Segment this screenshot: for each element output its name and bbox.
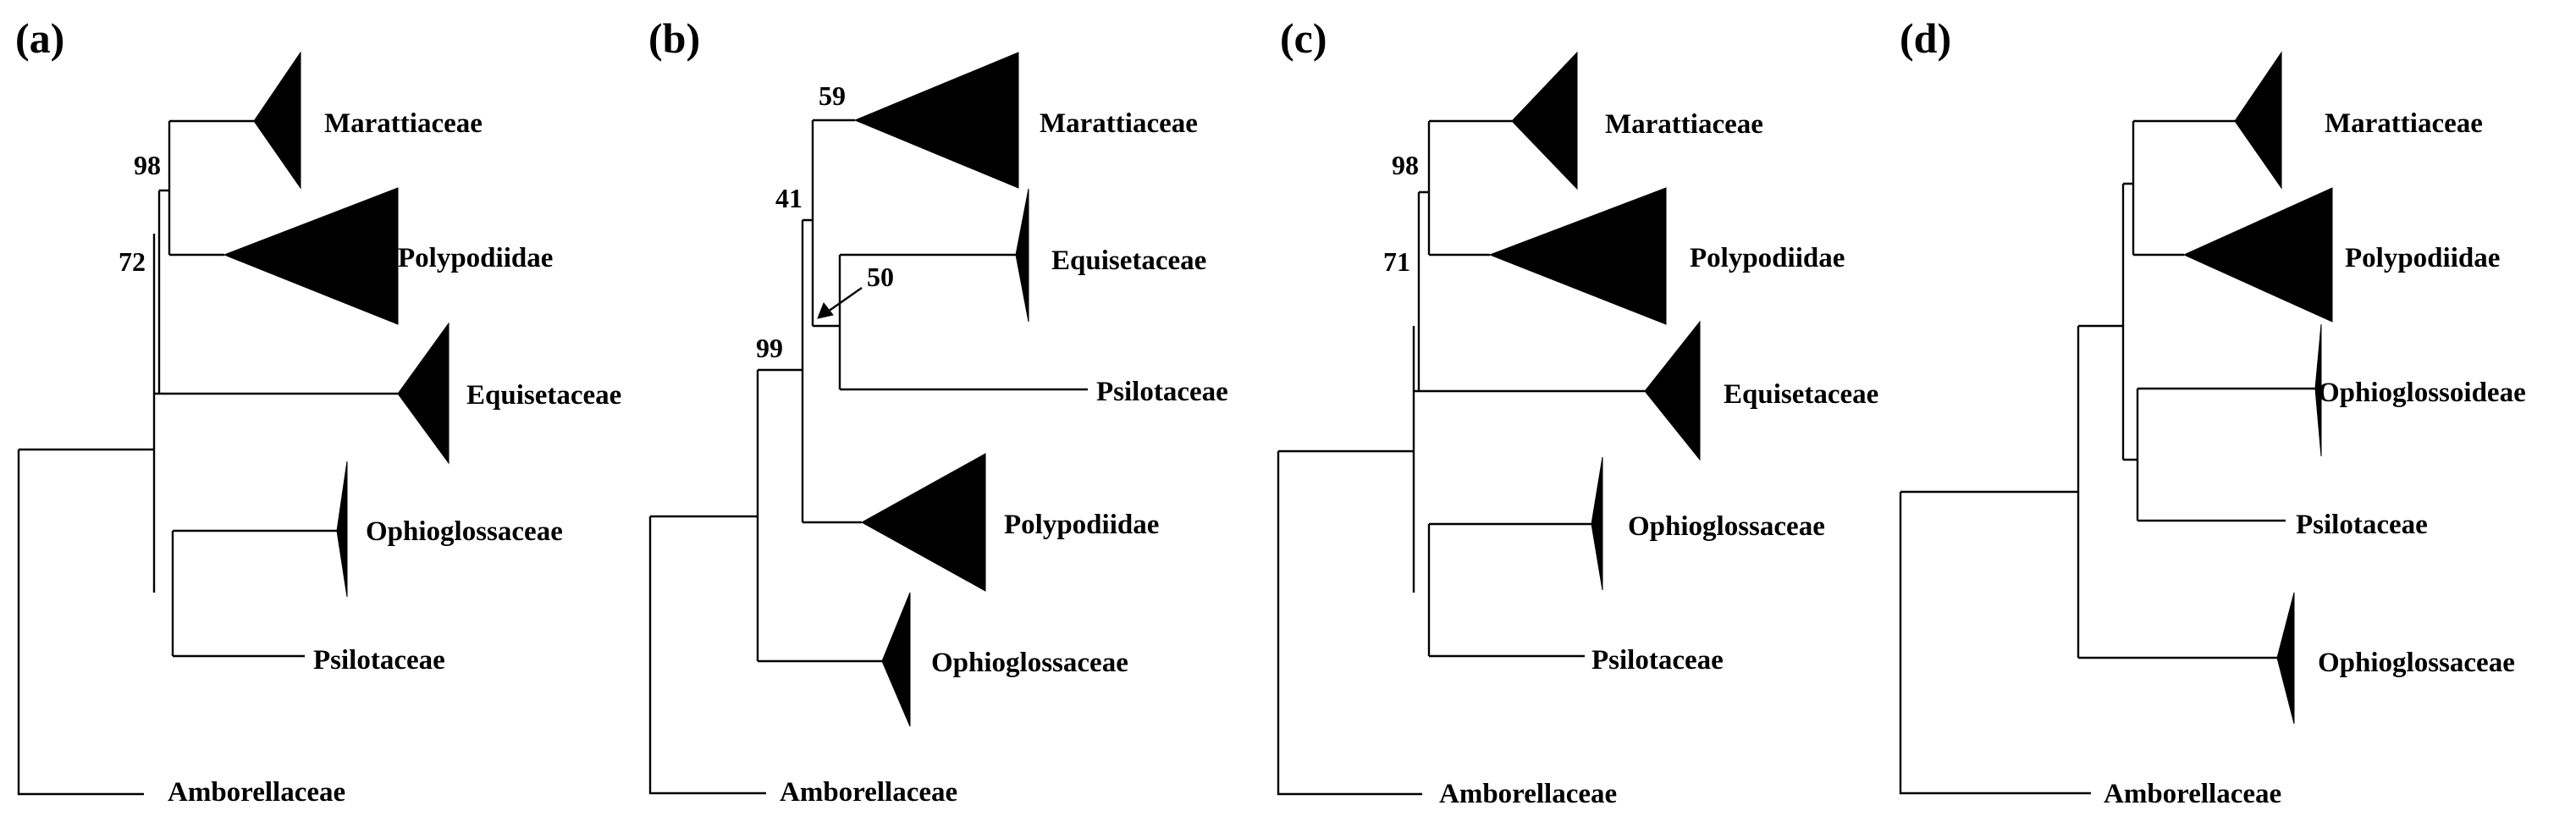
taxon-label-psilotaceae: Psilotaceae (313, 645, 445, 676)
branch (1899, 119, 2315, 795)
taxon-label-ophioglossaceae: Ophioglossaceae (2318, 648, 2515, 678)
taxon-label-polypodiidae: Polypodiidae (2345, 243, 2500, 273)
clade-triangle-marattiaceae (2234, 51, 2282, 190)
taxon-label-polypodiidae: Polypodiidae (1690, 243, 1845, 273)
support-value: 71 (1383, 246, 1410, 277)
clade-triangle-marattiaceae (853, 52, 1019, 189)
taxon-label-equisetaceae: Equisetaceae (1724, 379, 1878, 410)
panel-d: (d) Marattiaceae Polypodiidae Ophiogloss… (1899, 14, 2526, 809)
taxon-label-marattiaceae: Marattiaceae (1605, 109, 1763, 140)
taxon-label-ophioglossaceae: Ophioglossaceae (366, 516, 563, 547)
clade-triangle-equisetaceae (397, 322, 450, 465)
taxon-label-ophioglossaceae: Ophioglossaceae (1628, 511, 1825, 542)
branch (648, 119, 1088, 795)
taxon-label-marattiaceae: Marattiaceae (1040, 108, 1198, 139)
annotation-arrowhead (817, 302, 834, 319)
taxon-label-psilotaceae: Psilotaceae (1591, 645, 1724, 676)
panel-label-d: (d) (1900, 14, 1951, 62)
support-value: 72 (119, 246, 146, 277)
support-value: 98 (134, 150, 161, 180)
taxon-label-marattiaceae: Marattiaceae (324, 108, 483, 139)
taxon-label-marattiaceae: Marattiaceae (2325, 108, 2483, 139)
taxon-label-equisetaceae: Equisetaceae (466, 380, 621, 411)
support-value: 99 (756, 333, 783, 363)
support-value: 98 (1392, 150, 1419, 180)
taxon-label-ophioglossaceae: Ophioglossaceae (931, 648, 1128, 678)
panel-b: (b) Marattiaceae Equisetaceae Psilotacea… (648, 14, 1228, 808)
taxon-label-equisetaceae: Equisetaceae (1051, 245, 1206, 276)
panel-label-a: (a) (15, 14, 64, 62)
panel-c: (c) Marattiaceae Polypodiidae Equisetace… (1277, 14, 1878, 809)
clade-triangle-marattiaceae (1511, 51, 1578, 190)
taxon-label-psilotaceae: Psilotaceae (1096, 377, 1228, 407)
support-value: 41 (775, 183, 803, 213)
clade-triangle-polypodiidae (223, 187, 399, 325)
annotation-arrow-line (827, 287, 863, 312)
taxon-label-amborellaceae: Amborellaceae (2104, 779, 2281, 809)
panel-a: (a) Marattiaceae Polypodiidae Equisetace… (15, 14, 621, 808)
clade-triangle-ophioglossoideae (2314, 323, 2322, 457)
support-value: 59 (819, 80, 846, 111)
branch (17, 119, 398, 796)
clade-triangle-ophioglossaceae (881, 592, 911, 727)
clade-triangle-polypodiidae (1488, 187, 1667, 325)
taxon-label-psilotaceae: Psilotaceae (2296, 510, 2428, 540)
clade-triangle-ophioglossaceae (2276, 592, 2295, 725)
panel-label-b: (b) (648, 14, 700, 62)
branch (1277, 119, 1645, 796)
clade-triangle-polypodiidae (860, 453, 986, 592)
clade-triangle-equisetaceae (1015, 188, 1029, 323)
clade-triangle-equisetaceae (1644, 320, 1701, 461)
support-value: 50 (867, 262, 894, 292)
taxon-label-amborellaceae: Amborellaceae (1439, 779, 1617, 809)
panel-label-c: (c) (1280, 14, 1327, 62)
taxon-label-amborellaceae: Amborellaceae (168, 777, 345, 808)
clade-triangle-marattiaceae (253, 51, 301, 190)
taxon-label-ophioglossoideae: Ophioglossoideae (2318, 378, 2526, 408)
taxon-label-polypodiidae: Polypodiidae (398, 243, 553, 273)
clade-triangle-ophioglossaceae (1591, 456, 1603, 591)
clade-triangle-ophioglossaceae (336, 461, 348, 598)
clade-triangle-polypodiidae (2182, 187, 2333, 323)
taxon-label-amborellaceae: Amborellaceae (780, 777, 957, 808)
taxon-label-polypodiidae: Polypodiidae (1004, 510, 1159, 540)
